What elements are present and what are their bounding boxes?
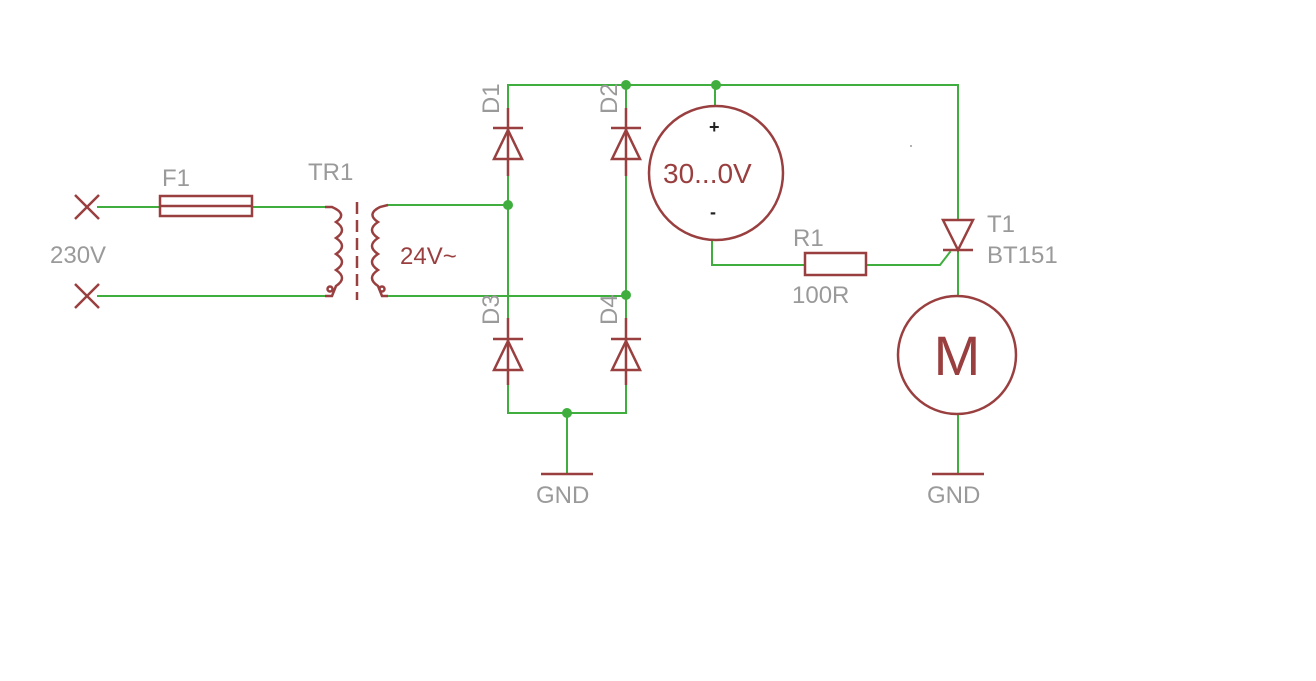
primary-coil-icon	[325, 205, 344, 298]
diode-d3: D3	[478, 294, 524, 385]
junctions	[503, 80, 721, 418]
diode-d3-label: D3	[478, 294, 505, 325]
stray-dot	[910, 145, 912, 147]
transformer-tr1: TR1 24V~	[308, 159, 457, 300]
bridge-rectifier: D1 D2 D3 D4	[478, 83, 642, 385]
meter-circle-icon	[647, 104, 785, 242]
junction-dot	[503, 200, 513, 210]
diode-d4-label: D4	[596, 294, 623, 325]
fuse-name: F1	[162, 165, 190, 192]
ground-right: GND	[927, 472, 984, 509]
transformer-secondary-value: 24V~	[400, 243, 457, 270]
diode-triangle-icon	[492, 338, 524, 372]
resistor-icon	[803, 251, 868, 277]
voltage-meter: + - 30...0V	[647, 104, 785, 242]
junction-dot	[621, 290, 631, 300]
diode-d2: D2	[596, 83, 642, 176]
motor-m: M	[896, 294, 1018, 416]
terminal-x-icon	[74, 194, 100, 220]
junction-dot	[711, 80, 721, 90]
junction-dot	[562, 408, 572, 418]
motor-label: M	[934, 324, 981, 387]
secondary-coil-icon	[370, 203, 389, 298]
meter-plus-sign: +	[709, 117, 720, 137]
thyristor-name: T1	[987, 211, 1015, 238]
fuse-f1: F1	[158, 165, 254, 218]
diode-triangle-icon	[610, 127, 642, 161]
meter-minus-sign: -	[710, 202, 716, 222]
input-terminals: 230V	[50, 194, 106, 309]
diode-d1: D1	[478, 83, 524, 176]
transformer-name: TR1	[308, 159, 353, 186]
diode-d2-label: D2	[596, 83, 623, 114]
motor-circle-icon	[896, 294, 1018, 416]
ground-left: GND	[536, 472, 593, 509]
ground-left-label: GND	[536, 482, 589, 509]
polarity-dot-icon	[326, 285, 334, 293]
meter-value: 30...0V	[663, 158, 752, 189]
input-voltage-label: 230V	[50, 242, 106, 269]
terminal-x-icon	[74, 283, 100, 309]
thyristor-triangle-icon	[940, 218, 976, 253]
diode-triangle-icon	[492, 127, 524, 161]
diode-d4: D4	[596, 294, 642, 385]
ground-right-label: GND	[927, 482, 980, 509]
polarity-dot-icon	[378, 285, 386, 293]
diode-d1-label: D1	[478, 83, 505, 114]
diode-triangle-icon	[610, 338, 642, 372]
thyristor-value: BT151	[987, 242, 1058, 269]
resistor-value: 100R	[792, 282, 849, 309]
resistor-r1: R1 100R	[792, 225, 868, 309]
junction-dot	[621, 80, 631, 90]
resistor-name: R1	[793, 225, 824, 252]
thyristor-t1: T1 BT151	[940, 211, 1058, 269]
wires	[97, 84, 959, 475]
